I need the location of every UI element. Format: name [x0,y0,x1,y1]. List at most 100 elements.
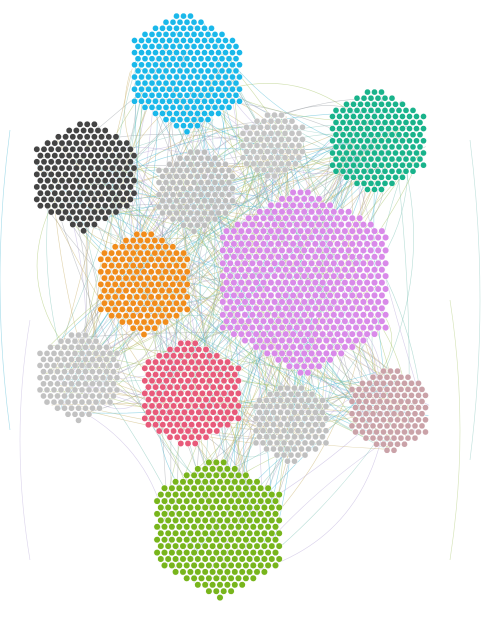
node [209,516,217,524]
node [337,233,345,242]
node [119,145,127,153]
node [274,240,282,248]
node [180,396,188,404]
node [204,116,212,123]
node [126,255,134,263]
node [175,561,183,569]
node [341,227,349,235]
node [308,336,316,345]
node [308,362,316,370]
node [319,330,327,338]
node [260,117,268,125]
node [176,104,184,111]
node [376,398,384,405]
node [176,179,184,186]
node [223,568,231,576]
node [219,259,227,267]
node [190,215,198,223]
node [315,336,323,345]
node [289,279,297,287]
node [64,350,72,357]
node [246,491,254,499]
node [259,439,267,447]
node [373,440,380,448]
node [274,227,282,235]
node [346,119,354,126]
node [401,379,408,387]
node [186,516,194,524]
node [418,410,426,418]
node [47,145,55,153]
node [399,161,406,169]
node [298,445,305,453]
node [220,377,228,385]
node [304,343,312,351]
node [326,279,334,287]
node [172,503,180,512]
node [202,408,210,416]
node [237,317,245,325]
node [176,280,184,288]
node [198,377,206,385]
node [366,392,373,399]
node [78,337,86,345]
node [402,131,410,139]
node [252,330,260,338]
node [162,318,170,326]
node [112,208,120,216]
node [300,298,308,306]
node [191,427,199,435]
node [367,143,375,151]
node [58,152,66,160]
node [312,409,319,416]
node [311,227,319,235]
node [145,73,152,81]
node [332,167,340,175]
node [92,337,100,345]
node [299,148,306,155]
node [253,478,261,486]
node [103,380,110,388]
node [220,510,228,518]
node [83,195,91,203]
node [300,221,308,229]
node [360,107,368,114]
node [296,317,305,325]
node [422,416,429,424]
node [252,403,260,410]
node [348,291,356,299]
node [236,61,243,69]
node [308,427,316,435]
node [415,416,422,424]
node [40,356,47,363]
node [141,377,149,385]
node [179,555,187,563]
node [378,113,385,120]
node [227,484,235,492]
node [291,409,298,416]
node [173,73,180,81]
node [360,155,368,163]
node [253,117,261,125]
node [92,362,100,369]
node [345,233,353,242]
node [263,246,271,254]
node [180,110,187,117]
node [162,293,170,301]
node [212,536,220,544]
node [184,377,192,385]
node [106,398,114,406]
node [80,227,88,235]
node [408,416,415,424]
node [103,356,110,363]
node [263,396,270,404]
node [402,143,410,151]
node [168,510,176,518]
node [231,478,239,486]
node [154,243,162,251]
node [253,529,261,537]
node [54,380,61,388]
node [252,317,260,325]
node [367,324,375,332]
node [315,233,323,242]
